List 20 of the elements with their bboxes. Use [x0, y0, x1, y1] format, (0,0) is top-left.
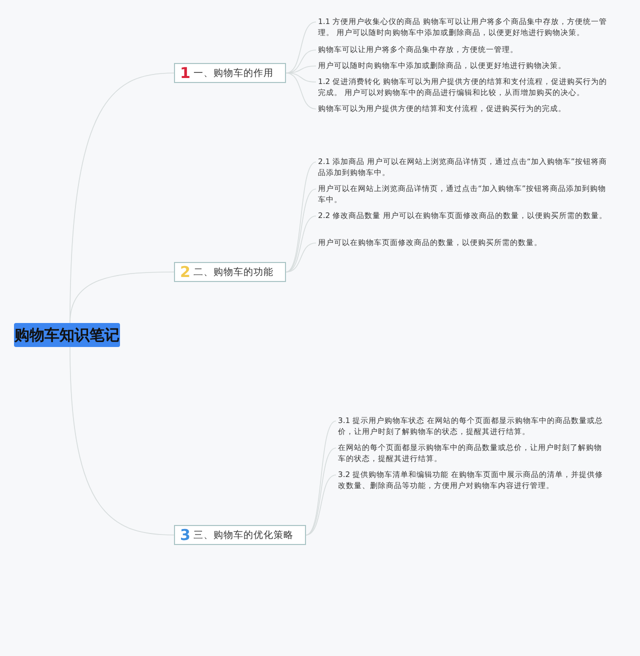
connector-line: [286, 72, 316, 110]
topic-label: 三、购物车的优化策略: [193, 528, 294, 542]
connector-line: [286, 216, 316, 272]
connector-line: [70, 346, 174, 536]
root-topic-box: 购物车知识笔记: [14, 323, 120, 347]
branch-topic-box: [174, 525, 306, 545]
connector-line: [286, 242, 316, 272]
connector-line: [70, 272, 174, 324]
topic-label: 一、购物车的作用: [193, 66, 274, 80]
topic-number: 1: [180, 64, 190, 82]
connector-line: [286, 188, 316, 272]
connector-line: [306, 474, 336, 536]
topic-label: 二、购物车的功能: [193, 266, 274, 278]
topic-number: 2: [180, 263, 190, 281]
connector-line: [306, 448, 336, 536]
branch-topic-box: [174, 63, 286, 83]
connector-line: [286, 162, 316, 272]
topic-number: 3: [180, 526, 190, 544]
connector-line: [286, 22, 316, 74]
branch-topic-box: [174, 262, 286, 282]
